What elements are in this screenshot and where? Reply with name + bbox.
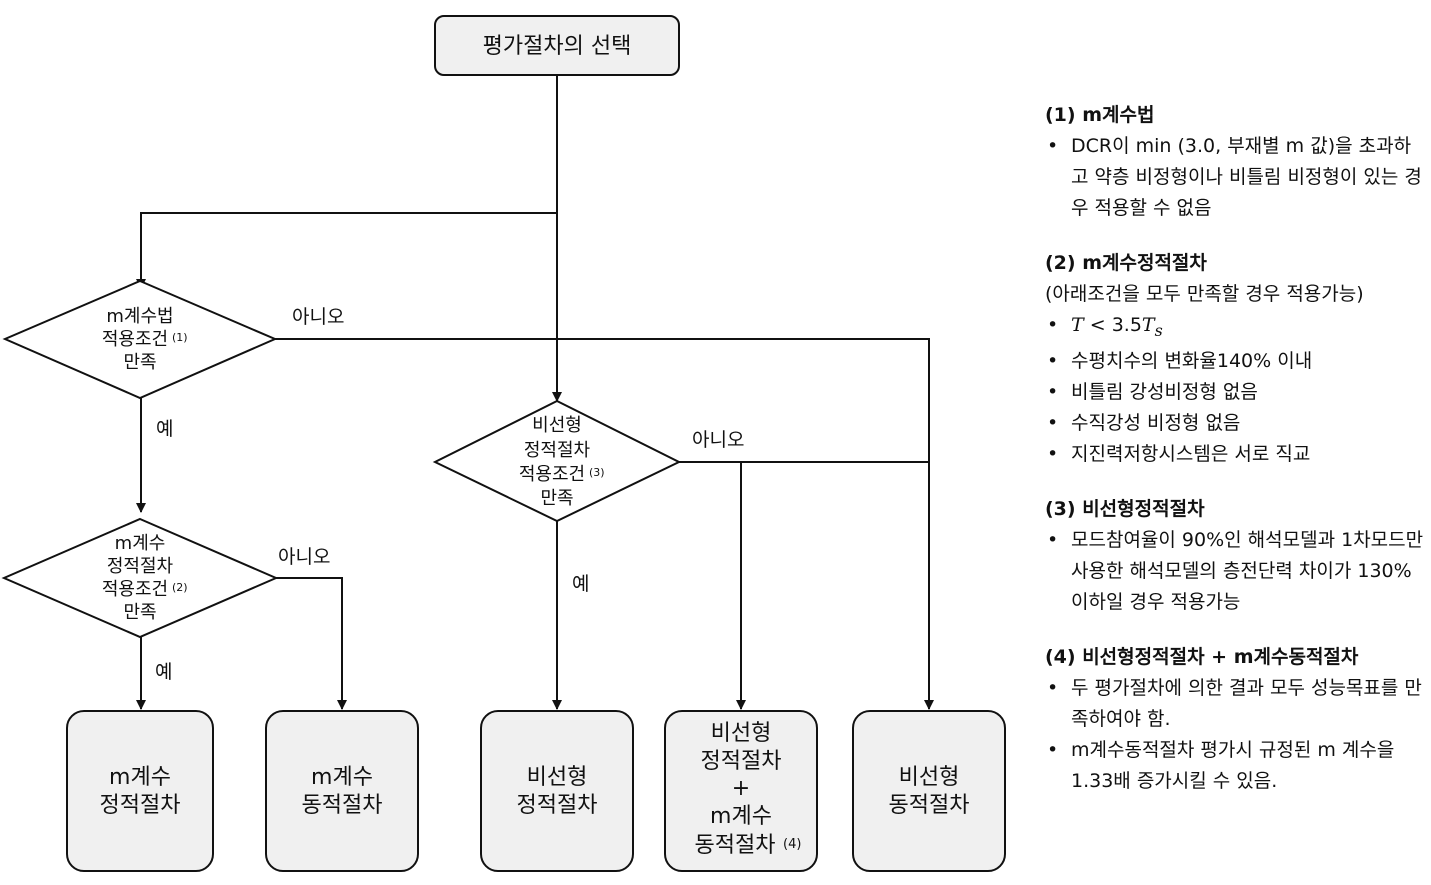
note-4-list: 두 평가절차에 의한 결과 모두 성능목표를 만족하여야 함. m계수동적절차 … <box>1045 673 1425 797</box>
note-4-item-2: m계수동적절차 평가시 규정된 m 계수을 1.33배 증가시킬 수 있음. <box>1045 735 1425 797</box>
math-sub: s <box>1154 320 1163 340</box>
decision-m-static: m계수 정적절차 적용조건 (2) 만족 <box>1 517 279 639</box>
note-4-title: (4) 비선형정적절차 + m계수동적절차 <box>1045 645 1359 668</box>
outcome-m-static-line2: 정적절차 <box>100 793 181 818</box>
start-label: 평가절차의 선택 <box>483 34 632 59</box>
outcome-combined-line4: 동적절차 <box>695 833 776 858</box>
decision-m-method-line3: 만족 <box>123 352 156 373</box>
yes-label-2: 예 <box>155 661 172 683</box>
connector-to-m-method <box>136 212 557 289</box>
note-2-math-item: T < 3.5Ts <box>1045 310 1425 346</box>
decision-m-static-line1: m계수 <box>115 533 166 554</box>
decision-nl-static-line3: 적용조건 <box>519 464 585 485</box>
note-1: (1) m계수법 DCR이 min (3.0, 부재별 m 값)을 초과하고 약… <box>1045 100 1425 224</box>
outcome-nl-static-line2: 정적절차 <box>517 793 598 818</box>
note-4: (4) 비선형정적절차 + m계수동적절차 두 평가절차에 의한 결과 모두 성… <box>1045 642 1425 797</box>
decision-m-method-ref: (1) <box>172 331 188 344</box>
outcome-nl-dynamic-line1: 비선형 <box>899 765 960 790</box>
flowchart: 평가절차의 선택 m계수법 적용조건 (1) 만족 m계수 정적절차 적용조건 … <box>1 15 1006 872</box>
no-label-2: 아니오 <box>278 546 330 568</box>
note-3-title: (3) 비선형정적절차 <box>1045 497 1205 520</box>
decision-m-method-line2: 적용조건 <box>102 329 168 350</box>
note-2-subtitle: (아래조건을 모두 만족할 경우 적용가능) <box>1045 283 1364 305</box>
note-2-title: (2) m계수정적절차 <box>1045 252 1207 274</box>
outcome-nl-static-line1: 비선형 <box>527 765 588 790</box>
start-box: 평가절차의 선택 <box>434 15 680 76</box>
outcome-m-dynamic-line2: 동적절차 <box>302 793 383 818</box>
outcome-combined-line3: m계수 <box>710 804 772 829</box>
math-lhs: T <box>1071 314 1084 336</box>
outcome-nl-static-procedure: 비선형 정적절차 <box>480 710 634 872</box>
decision-m-method-line1: m계수법 <box>106 306 173 327</box>
note-2-item-2: 비틀림 강성비정형 없음 <box>1045 377 1425 408</box>
yes-label-1: 예 <box>156 418 173 440</box>
outcome-combined-procedure: 비선형 정적절차 + m계수 동적절차 (4) <box>664 710 818 872</box>
note-3-item-1: 모드참여율이 90%인 해석모델과 1차모드만 사용한 해석모델의 층전단력 차… <box>1045 525 1425 618</box>
connector-m-static-no <box>276 577 347 710</box>
note-2-item-1: 수평치수의 변화율140% 이내 <box>1045 346 1425 377</box>
decision-nl-static: 비선형 정적절차 적용조건 (3) 만족 <box>432 399 682 523</box>
note-1-list: DCR이 min (3.0, 부재별 m 값)을 초과하고 약층 비정형이나 비… <box>1045 131 1425 224</box>
outcome-combined-ref: (4) <box>783 837 801 852</box>
math-coef: 3.5 <box>1111 314 1142 336</box>
note-1-title: (1) m계수법 <box>1045 104 1155 126</box>
outcome-nl-dynamic-procedure: 비선형 동적절차 <box>852 710 1006 872</box>
connector-m-method-no <box>275 338 934 710</box>
branch-labels: 아니오 예 아니오 예 아니오 예 <box>155 306 744 683</box>
decision-nl-static-line2: 정적절차 <box>524 440 591 461</box>
outcome-m-dynamic-procedure: m계수 동적절차 <box>265 710 419 872</box>
note-1-item-1: DCR이 min (3.0, 부재별 m 값)을 초과하고 약층 비정형이나 비… <box>1045 131 1425 224</box>
outcome-m-dynamic-line1: m계수 <box>311 765 373 790</box>
outcome-nl-dynamic-line2: 동적절차 <box>889 793 970 818</box>
decision-nl-static-line4: 만족 <box>540 488 573 509</box>
notes-panel: (1) m계수법 DCR이 min (3.0, 부재별 m 값)을 초과하고 약… <box>1045 100 1425 821</box>
outcome-m-static-line1: m계수 <box>109 765 171 790</box>
note-4-item-1: 두 평가절차에 의한 결과 모두 성능목표를 만족하여야 함. <box>1045 673 1425 735</box>
note-3-list: 모드참여율이 90%인 해석모델과 1차모드만 사용한 해석모델의 층전단력 차… <box>1045 525 1425 618</box>
note-2-item-3: 수직강성 비정형 없음 <box>1045 408 1425 439</box>
decision-m-method: m계수법 적용조건 (1) 만족 <box>2 279 278 400</box>
math-rhs: T <box>1141 314 1155 336</box>
decision-m-static-line4: 만족 <box>123 602 156 623</box>
decision-m-static-line2: 정적절차 <box>107 556 174 577</box>
note-2: (2) m계수정적절차 (아래조건을 모두 만족할 경우 적용가능) T < 3… <box>1045 248 1425 470</box>
connectors <box>136 75 934 710</box>
outcome-combined-line1: 비선형 <box>711 721 772 746</box>
decision-nl-static-line1: 비선형 <box>532 415 582 436</box>
note-3: (3) 비선형정적절차 모드참여율이 90%인 해석모델과 1차모드만 사용한 … <box>1045 494 1425 618</box>
note-2-list: T < 3.5Ts 수평치수의 변화율140% 이내 비틀림 강성비정형 없음 … <box>1045 310 1425 470</box>
outcome-combined-line2: 정적절차 <box>701 749 782 774</box>
note-2-item-4: 지진력저항시스템은 서로 직교 <box>1045 439 1425 470</box>
outcome-m-static-procedure: m계수 정적절차 <box>66 710 214 872</box>
outcome-combined-plus: + <box>732 776 750 801</box>
yes-label-3: 예 <box>572 573 589 595</box>
no-label-3: 아니오 <box>692 429 744 451</box>
no-label-1: 아니오 <box>292 306 344 328</box>
decision-m-static-ref: (2) <box>172 581 188 594</box>
math-op: < <box>1089 314 1106 336</box>
decision-nl-static-ref: (3) <box>589 466 605 479</box>
decision-m-static-line3: 적용조건 <box>102 579 168 600</box>
